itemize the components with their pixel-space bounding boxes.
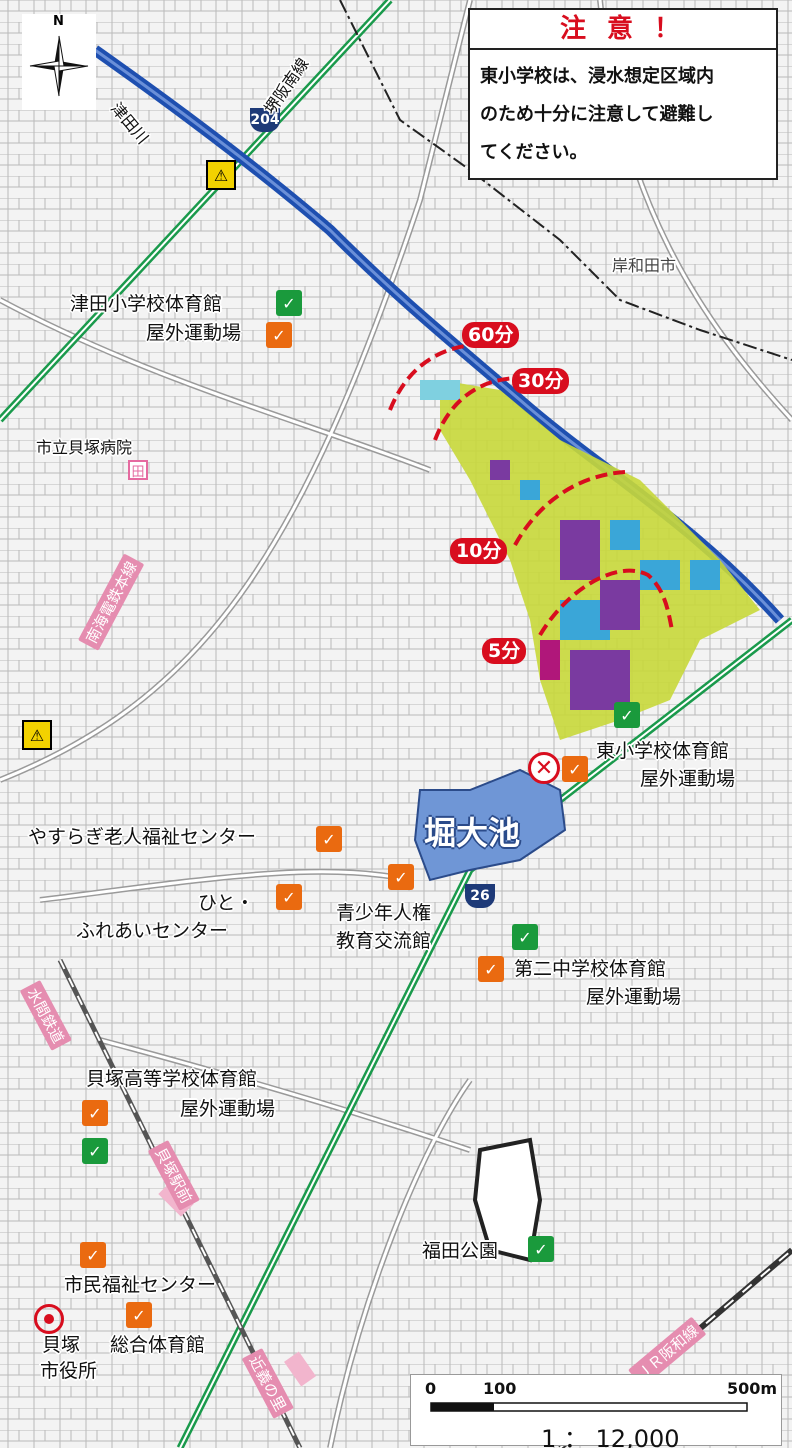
notice-box: 注 意 ！ 東小学校は、浸水想定区域内 のため十分に注意して避難し てください。: [468, 8, 778, 180]
koko-gym-label: 貝塚高等学校体育館: [86, 1068, 258, 1090]
hito-label-1: ひと・: [198, 892, 255, 914]
tsuda-field-label: 屋外運動場: [146, 322, 242, 344]
daini-gym-label: 第二中学校体育館: [514, 958, 667, 980]
time-60-label: 60分: [462, 322, 520, 348]
caution-sign-icon: ⚠: [206, 160, 236, 190]
hospital-label: 市立貝塚病院: [36, 438, 133, 457]
shelter-green-icon: ✓: [82, 1138, 108, 1164]
hospital-icon: 田: [128, 460, 148, 480]
sogo-label: 総合体育館: [110, 1334, 206, 1356]
shelter-green-icon: ✓: [528, 1236, 554, 1262]
compass-north-label: N: [53, 14, 64, 29]
cityhall-label-1: 貝塚: [42, 1334, 81, 1356]
shelter-orange-icon: ✓: [562, 756, 588, 782]
shelter-orange-icon: ✓: [316, 826, 342, 852]
time-30-label: 30分: [512, 368, 570, 394]
koko-field-label: 屋外運動場: [180, 1098, 276, 1120]
route-204-marker: 204: [250, 108, 280, 132]
shelter-orange-icon: ✓: [82, 1100, 108, 1126]
cityhall-icon: [34, 1304, 64, 1334]
fukuda-park-label: 福田公園: [422, 1240, 499, 1262]
hito-label-2: ふれあいセンター: [76, 920, 229, 942]
scale-ruler: [430, 1402, 748, 1412]
shelter-green-icon: ✓: [276, 290, 302, 316]
shelter-orange-icon: ✓: [126, 1302, 152, 1328]
compass-icon: [29, 35, 89, 97]
flood-zone: [420, 380, 760, 740]
shimin-label: 市民福祉センター: [64, 1274, 217, 1296]
shelter-orange-icon: ✓: [388, 864, 414, 890]
cityhall-label-2: 市役所: [40, 1360, 98, 1382]
tsuda-gym-label: 津田小学校体育館: [70, 293, 223, 315]
higashi-gym-label: 東小学校体育館: [596, 740, 730, 762]
scale-ratio: 1 ： 12,000: [541, 1425, 680, 1448]
notice-title: 注 意 ！: [470, 10, 776, 50]
compass-rose: N: [22, 14, 96, 110]
kinsho-station: [284, 1351, 316, 1387]
time-arcs: [388, 342, 674, 637]
hori-pond: [413, 768, 567, 882]
scale-bar: 0 100 500m 1 ： 12,000: [410, 1374, 782, 1448]
shelter-orange-icon: ✓: [80, 1242, 106, 1268]
shelter-green-icon: ✓: [614, 702, 640, 728]
time-5-label: 5分: [482, 638, 527, 664]
scale-100: 100: [483, 1379, 517, 1398]
higashi-field-label: 屋外運動場: [640, 768, 736, 790]
seishonen-label-1: 青少年人権: [336, 902, 432, 924]
shelter-orange-icon: ✓: [478, 956, 504, 982]
notice-line-1: 東小学校は、浸水想定区域内: [480, 66, 714, 87]
kishiwada-label: 岸和田市: [612, 256, 677, 275]
shelter-orange-icon: ✓: [276, 884, 302, 910]
seishonen-label-2: 教育交流館: [336, 930, 432, 952]
closed-shelter-icon: ✕: [528, 752, 560, 784]
notice-body: 東小学校は、浸水想定区域内 のため十分に注意して避難し てください。: [470, 50, 776, 180]
yasuragi-label: やすらぎ老人福祉センター: [28, 826, 257, 848]
shelter-orange-icon: ✓: [266, 322, 292, 348]
daini-field-label: 屋外運動場: [586, 986, 682, 1008]
shelter-green-icon: ✓: [512, 924, 538, 950]
time-10-label: 10分: [450, 538, 508, 564]
lake-label: 堀大池: [424, 814, 521, 852]
scale-500: 500m: [727, 1379, 778, 1398]
notice-line-3: てください。: [480, 142, 588, 163]
route-26-marker: 26: [465, 884, 495, 908]
scale-0: 0: [425, 1379, 437, 1398]
city-boundary: [339, 0, 792, 361]
notice-line-2: のため十分に注意して避難し: [480, 104, 714, 125]
caution-sign-icon: ⚠: [22, 720, 52, 750]
